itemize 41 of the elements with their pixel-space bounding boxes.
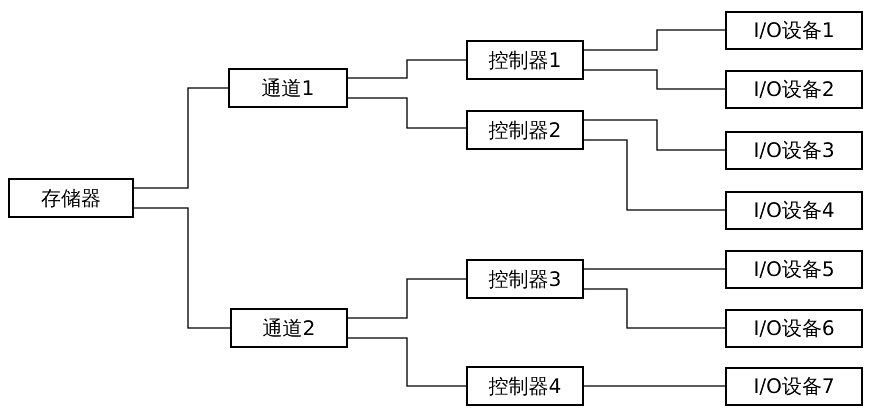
- node-label: 通道1: [262, 74, 314, 102]
- node-label: 控制器1: [488, 46, 562, 74]
- node-box: [466, 110, 584, 150]
- node-box: [228, 68, 348, 108]
- node-box: [725, 70, 863, 109]
- node-label: I/O设备5: [753, 256, 835, 283]
- node-label: I/O设备4: [753, 197, 835, 224]
- node-box: [725, 367, 863, 406]
- connector-line: [584, 268, 725, 270]
- node-label: 存储器: [41, 184, 101, 212]
- node-label: I/O设备2: [753, 76, 835, 103]
- node-label: 控制器3: [488, 266, 562, 292]
- node-box: [8, 178, 134, 218]
- node-box: [230, 308, 348, 348]
- connector-line: [584, 69, 725, 90]
- node-box: [466, 366, 584, 406]
- node-box: [725, 191, 863, 230]
- connector-line: [134, 87, 228, 189]
- node-label: I/O设备3: [753, 137, 835, 164]
- node-box: [725, 250, 863, 289]
- connector-line: [348, 59, 466, 79]
- node-box: [725, 309, 863, 348]
- node-label: 通道2: [262, 314, 316, 342]
- connector-line: [348, 97, 466, 129]
- node-box: [466, 259, 584, 299]
- node-label: 控制器4: [488, 372, 562, 400]
- connector-line: [584, 119, 725, 151]
- connector-line: [134, 207, 230, 329]
- connector-line: [584, 385, 725, 387]
- connector-line: [584, 288, 725, 329]
- node-label: I/O设备6: [753, 315, 835, 342]
- node-label: I/O设备7: [753, 373, 835, 400]
- connector-line: [584, 139, 725, 211]
- node-box: [725, 11, 863, 50]
- node-box: [466, 40, 584, 80]
- connector-line: [584, 29, 725, 51]
- connector-line: [348, 278, 466, 319]
- node-box: [725, 131, 863, 170]
- connector-line: [348, 337, 466, 387]
- node-label: 控制器2: [488, 116, 562, 144]
- node-label: I/O设备1: [753, 17, 835, 44]
